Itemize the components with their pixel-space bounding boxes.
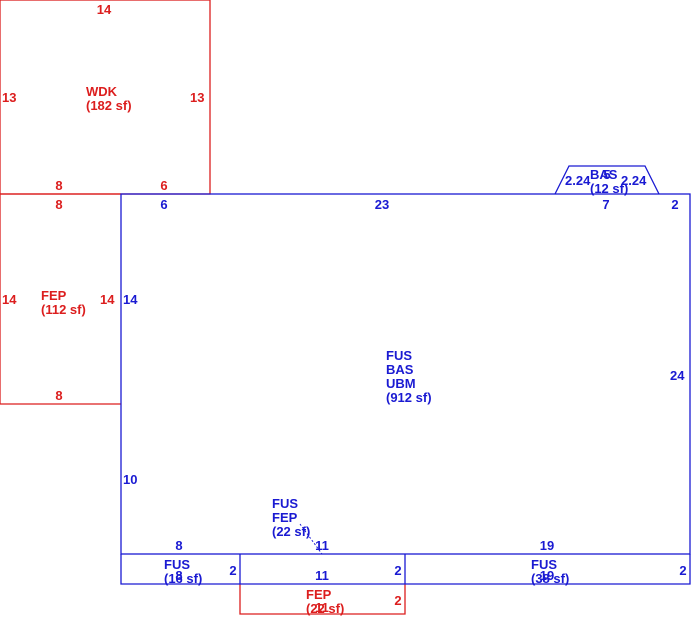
fus-right-name: FUS xyxy=(531,557,557,572)
fus-fep-labels: FUS FEP (22 sf) xyxy=(272,496,310,539)
fep-left-left-dim: 14 xyxy=(2,292,17,307)
fep-left-name: FEP xyxy=(41,288,67,303)
fep-bottom-inner-dim: 11 xyxy=(315,600,329,615)
fus-fep-name-1: FUS xyxy=(272,496,298,511)
main-bottom-dim-a: 8 xyxy=(175,538,182,553)
main-name-3: UBM xyxy=(386,376,416,391)
main-bottom-dim-b: 11 xyxy=(315,538,329,553)
fep-left-right-dim: 14 xyxy=(100,292,115,307)
wdk-area: (182 sf) xyxy=(86,98,132,113)
bay-left-dim: 2.24 xyxy=(565,173,591,188)
bottom-strip-labels: FUS (16 sf) 8 2 11 2 FUS (38 sf) 19 2 xyxy=(164,557,687,586)
main-right-dim: 24 xyxy=(670,368,685,383)
main-labels: 6 23 7 2 14 10 24 FUS BAS UBM (912 sf) 8… xyxy=(123,197,685,553)
fus-small-left-area: (16 sf) xyxy=(164,571,202,586)
fus-small-left-name: FUS xyxy=(164,557,190,572)
main-top-dim-a: 6 xyxy=(160,197,167,212)
main-left-dim-b: 10 xyxy=(123,472,137,487)
fep-bottom-right-dim: 2 xyxy=(394,593,401,608)
bay-labels: 2.24 5 2.24 BAS (12 sf) xyxy=(565,167,647,196)
wdk-left-dim: 13 xyxy=(2,90,16,105)
fep-bottom-outline xyxy=(239,584,406,615)
fep-bottom-name: FEP xyxy=(306,587,332,602)
fep-left-top-dim: 8 xyxy=(55,197,62,212)
mid-strip-right-dim: 2 xyxy=(394,563,401,578)
fus-small-left-right-dim: 2 xyxy=(229,563,236,578)
fep-left-area: (112 sf) xyxy=(41,302,86,317)
main-name-2: BAS xyxy=(386,362,414,377)
main-top-dim-c: 7 xyxy=(602,197,609,212)
wdk-top-dim: 14 xyxy=(97,2,112,17)
wdk-bottom-left-dim: 8 xyxy=(55,178,62,193)
main-area: (912 sf) xyxy=(386,390,432,405)
main-left-dim-a: 14 xyxy=(123,292,138,307)
fep-left-bottom-dim: 8 xyxy=(55,388,62,403)
bay-mid-dim: 5 xyxy=(603,167,610,182)
wdk-labels: 14 13 13 8 6 WDK (182 sf) xyxy=(2,2,204,193)
fus-fep-name-2: FEP xyxy=(272,510,298,525)
bay-area: (12 sf) xyxy=(590,181,628,196)
fus-right-inner-dim: 19 xyxy=(540,568,554,583)
main-name-1: FUS xyxy=(386,348,412,363)
bay-outline xyxy=(554,165,660,195)
fus-small-left-inner-dim: 8 xyxy=(175,568,182,583)
fep-left-labels: 8 14 14 8 FEP (112 sf) xyxy=(2,197,115,403)
fep-bottom-area: (22 sf) xyxy=(306,601,344,616)
main-top-dim-d: 2 xyxy=(671,197,678,212)
mid-strip-dim: 11 xyxy=(315,568,329,583)
wdk-right-dim: 13 xyxy=(190,90,204,105)
wdk-name: WDK xyxy=(86,84,118,99)
fus-right-area: (38 sf) xyxy=(531,571,569,586)
fus-fep-area: (22 sf) xyxy=(272,524,310,539)
main-top-dim-b: 23 xyxy=(375,197,389,212)
fep-left-outline xyxy=(0,193,121,405)
fep-bottom-labels: FEP (22 sf) 11 2 xyxy=(306,587,402,616)
wdk-bottom-right-dim: 6 xyxy=(160,178,167,193)
fus-right-right-dim: 2 xyxy=(679,563,686,578)
bay-name: BAS xyxy=(590,167,618,182)
main-bottom-dim-c: 19 xyxy=(540,538,554,553)
bay-right-dim: 2.24 xyxy=(621,173,647,188)
